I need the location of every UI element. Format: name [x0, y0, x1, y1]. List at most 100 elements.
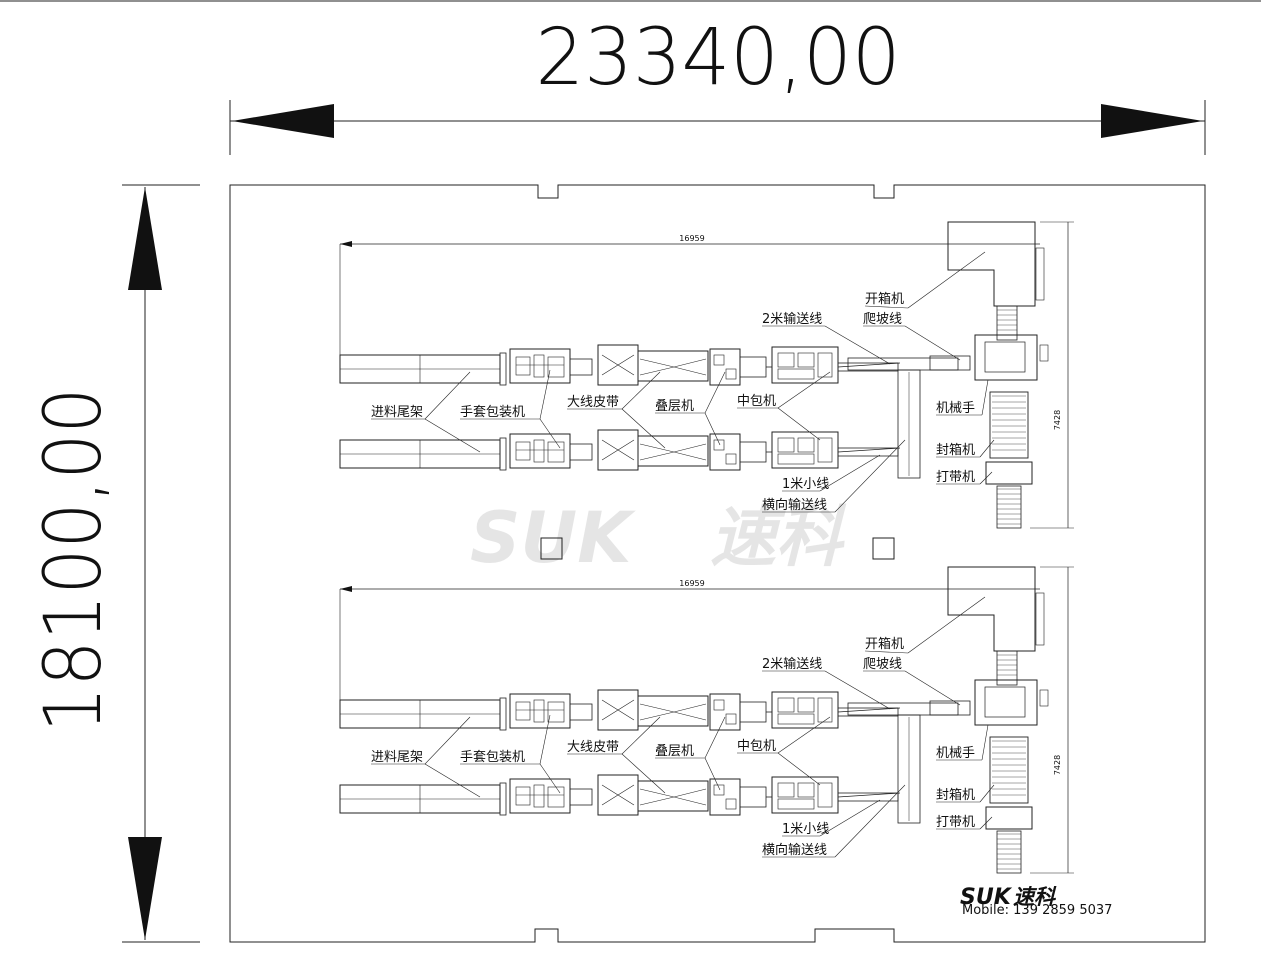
leader-line: [539, 369, 551, 420]
box-feed-conveyor: [996, 305, 1018, 341]
conveyor-2m: [847, 702, 959, 716]
outfeed-rollers: [996, 830, 1022, 874]
overall-height-value: 18100,00: [29, 388, 119, 733]
cross-conveyor: [897, 714, 921, 824]
label-cross-conveyor: 横向输送线: [762, 842, 827, 858]
leader-line: [907, 251, 986, 309]
label-case-erector: 开箱机: [865, 636, 904, 652]
machine-row-2: [339, 774, 839, 816]
leader-line: [704, 371, 726, 414]
label-glove-packer: 手套包装机: [460, 749, 525, 765]
case-erector: [947, 221, 1036, 307]
brand-logo-cn: 速科: [1013, 885, 1057, 909]
label-line-1m: 1米小线: [782, 822, 829, 837]
label-robot-arm: 机械手: [936, 746, 975, 761]
leader-line: [979, 784, 995, 803]
top-layout: 169597428开箱机爬坡线2米输送线进料尾架手套包装机大线皮带叠层机中包机机…: [339, 221, 1074, 529]
length-dim-arrow-left: [340, 586, 352, 592]
arrowhead-right: [1101, 104, 1203, 138]
watermark-latin: SUK: [470, 497, 636, 579]
label-underline: [864, 650, 909, 654]
leader-line: [834, 784, 906, 858]
case-erector-panel: [1035, 592, 1045, 646]
case-erector-panel: [1035, 247, 1045, 301]
case-sealer: [989, 391, 1029, 459]
label-case-sealer: 封箱机: [936, 442, 975, 458]
label-conveyor-2m: 2米输送线: [762, 656, 822, 672]
label-robot-arm: 机械手: [936, 401, 975, 416]
slope-line: [929, 355, 971, 371]
leader-line: [834, 439, 906, 513]
strapping-machine: [985, 461, 1033, 485]
strapping-machine: [985, 806, 1033, 830]
label-main-belt: 大线皮带: [567, 740, 619, 755]
leader-line: [621, 408, 666, 449]
leader-line: [621, 753, 666, 794]
robot-arm-body: [984, 686, 1026, 718]
robot-control-box: [1039, 689, 1049, 707]
outfeed-rollers: [996, 485, 1022, 529]
label-slope-line: 爬坡线: [863, 657, 902, 672]
outfeed-conveyor-2: [837, 792, 901, 798]
conveyor-2m: [847, 357, 959, 371]
label-slope-line: 爬坡线: [863, 312, 902, 327]
arrowhead-top: [128, 187, 162, 290]
column-left: [540, 537, 563, 560]
label-cross-conveyor: 横向输送线: [762, 497, 827, 513]
robot-cell: [974, 679, 1038, 726]
leader-line: [539, 763, 561, 794]
label-line-1m: 1米小线: [782, 477, 829, 492]
leader-line: [777, 752, 821, 786]
leader-line: [424, 716, 471, 765]
robot-control-box: [1039, 344, 1049, 362]
outfeed-conveyor-1: [837, 362, 901, 368]
label-underline: [864, 305, 909, 309]
label-mid-packer: 中包机: [737, 394, 776, 409]
label-case-sealer: 封箱机: [936, 787, 975, 803]
building-outline: [229, 184, 1206, 943]
height-dim-value: 7428: [1053, 755, 1062, 775]
leader-line: [979, 471, 993, 485]
leader-line: [904, 325, 961, 361]
case-sealer: [989, 736, 1029, 804]
leader-line: [819, 799, 881, 837]
brand-mobile: Mobile: 139 2859 5037: [962, 903, 1112, 918]
outfeed-conveyor-2: [837, 447, 901, 453]
machine-row-1: [339, 689, 839, 731]
leader-line: [424, 371, 471, 420]
brand-logo-latin: SUK: [960, 885, 1013, 910]
leader-line: [539, 714, 551, 765]
label-mid-packer: 中包机: [737, 739, 776, 754]
machine-row-1: [339, 344, 839, 386]
slope-line: [929, 700, 971, 716]
case-erector: [947, 566, 1036, 652]
column-right: [872, 537, 895, 560]
overall-width-dimension: 23340,00: [229, 13, 1206, 155]
label-stacker: 叠层机: [655, 399, 694, 414]
leader-line: [777, 716, 831, 754]
label-glove-packer: 手套包装机: [460, 404, 525, 420]
label-feed-rack: 进料尾架: [371, 405, 423, 420]
arrowhead-left: [232, 104, 334, 138]
height-dim-value: 7428: [1053, 410, 1062, 430]
label-conveyor-2m: 2米输送线: [762, 311, 822, 327]
length-dim-value: 16959: [679, 579, 704, 588]
label-main-belt: 大线皮带: [567, 395, 619, 410]
label-feed-rack: 进料尾架: [371, 750, 423, 765]
leader-line: [981, 379, 989, 416]
robot-arm-body: [984, 341, 1026, 373]
leader-line: [704, 716, 726, 759]
robot-cell: [974, 334, 1038, 381]
outfeed-conveyor-1: [837, 707, 901, 713]
leader-line: [424, 418, 481, 453]
leader-line: [777, 371, 831, 409]
cross-conveyor: [897, 369, 921, 479]
bottom-layout: 169597428开箱机爬坡线2米输送线进料尾架手套包装机大线皮带叠层机中包机机…: [339, 566, 1074, 874]
small-line-2: [837, 447, 899, 457]
small-line-1: [837, 362, 899, 372]
leader-line: [907, 596, 986, 654]
leader-line: [777, 407, 821, 441]
